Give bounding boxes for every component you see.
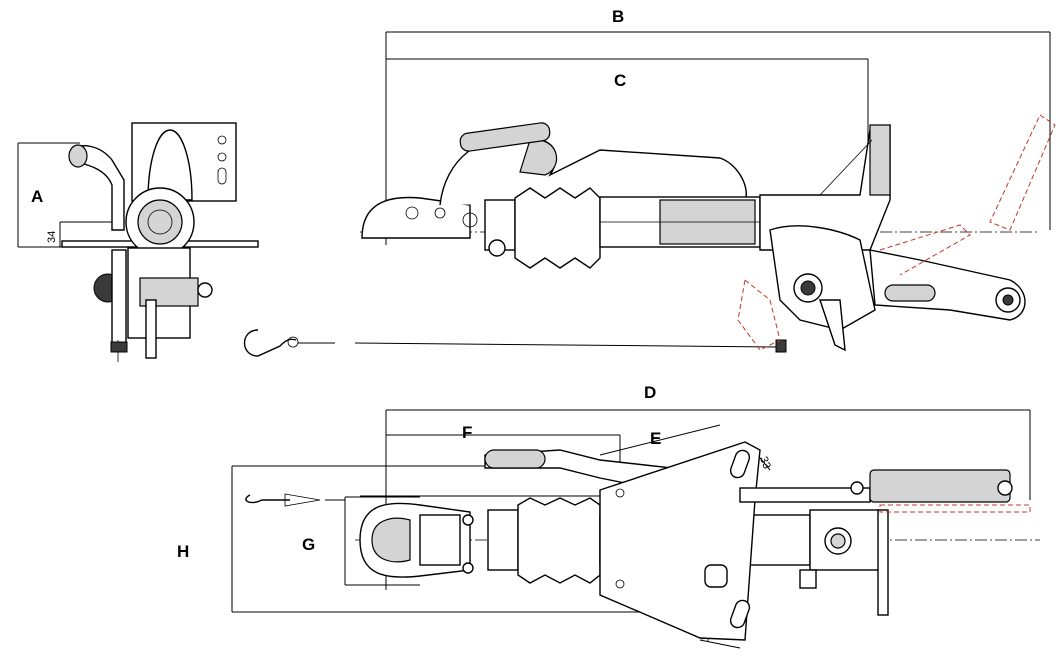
brake-lever: [869, 249, 1026, 321]
bellows: [484, 187, 601, 269]
dim-b-label: B: [612, 7, 624, 26]
breakaway-cable: [243, 329, 787, 357]
dim-34-label: 34: [46, 231, 58, 243]
handle: [71, 144, 125, 231]
dim-a-label: A: [31, 187, 43, 206]
dim-e-label: E: [650, 429, 661, 448]
front-view: A 34: [17, 122, 259, 362]
coupling-head: [147, 129, 193, 201]
dim-33-label: 33: [757, 455, 772, 471]
top-damper-rod: [739, 487, 871, 503]
dim-d-label: D: [644, 383, 656, 402]
dim-e-line: [599, 424, 721, 456]
dim-g-label: G: [302, 535, 315, 554]
side-view: B C: [360, 7, 1056, 352]
dim-h-label: H: [177, 542, 189, 561]
top-view: D F E G H 33 13: [177, 383, 1040, 649]
dim-c-label: C: [614, 71, 626, 90]
dim-f-label: F: [462, 423, 472, 442]
top-bellows: [517, 497, 601, 584]
